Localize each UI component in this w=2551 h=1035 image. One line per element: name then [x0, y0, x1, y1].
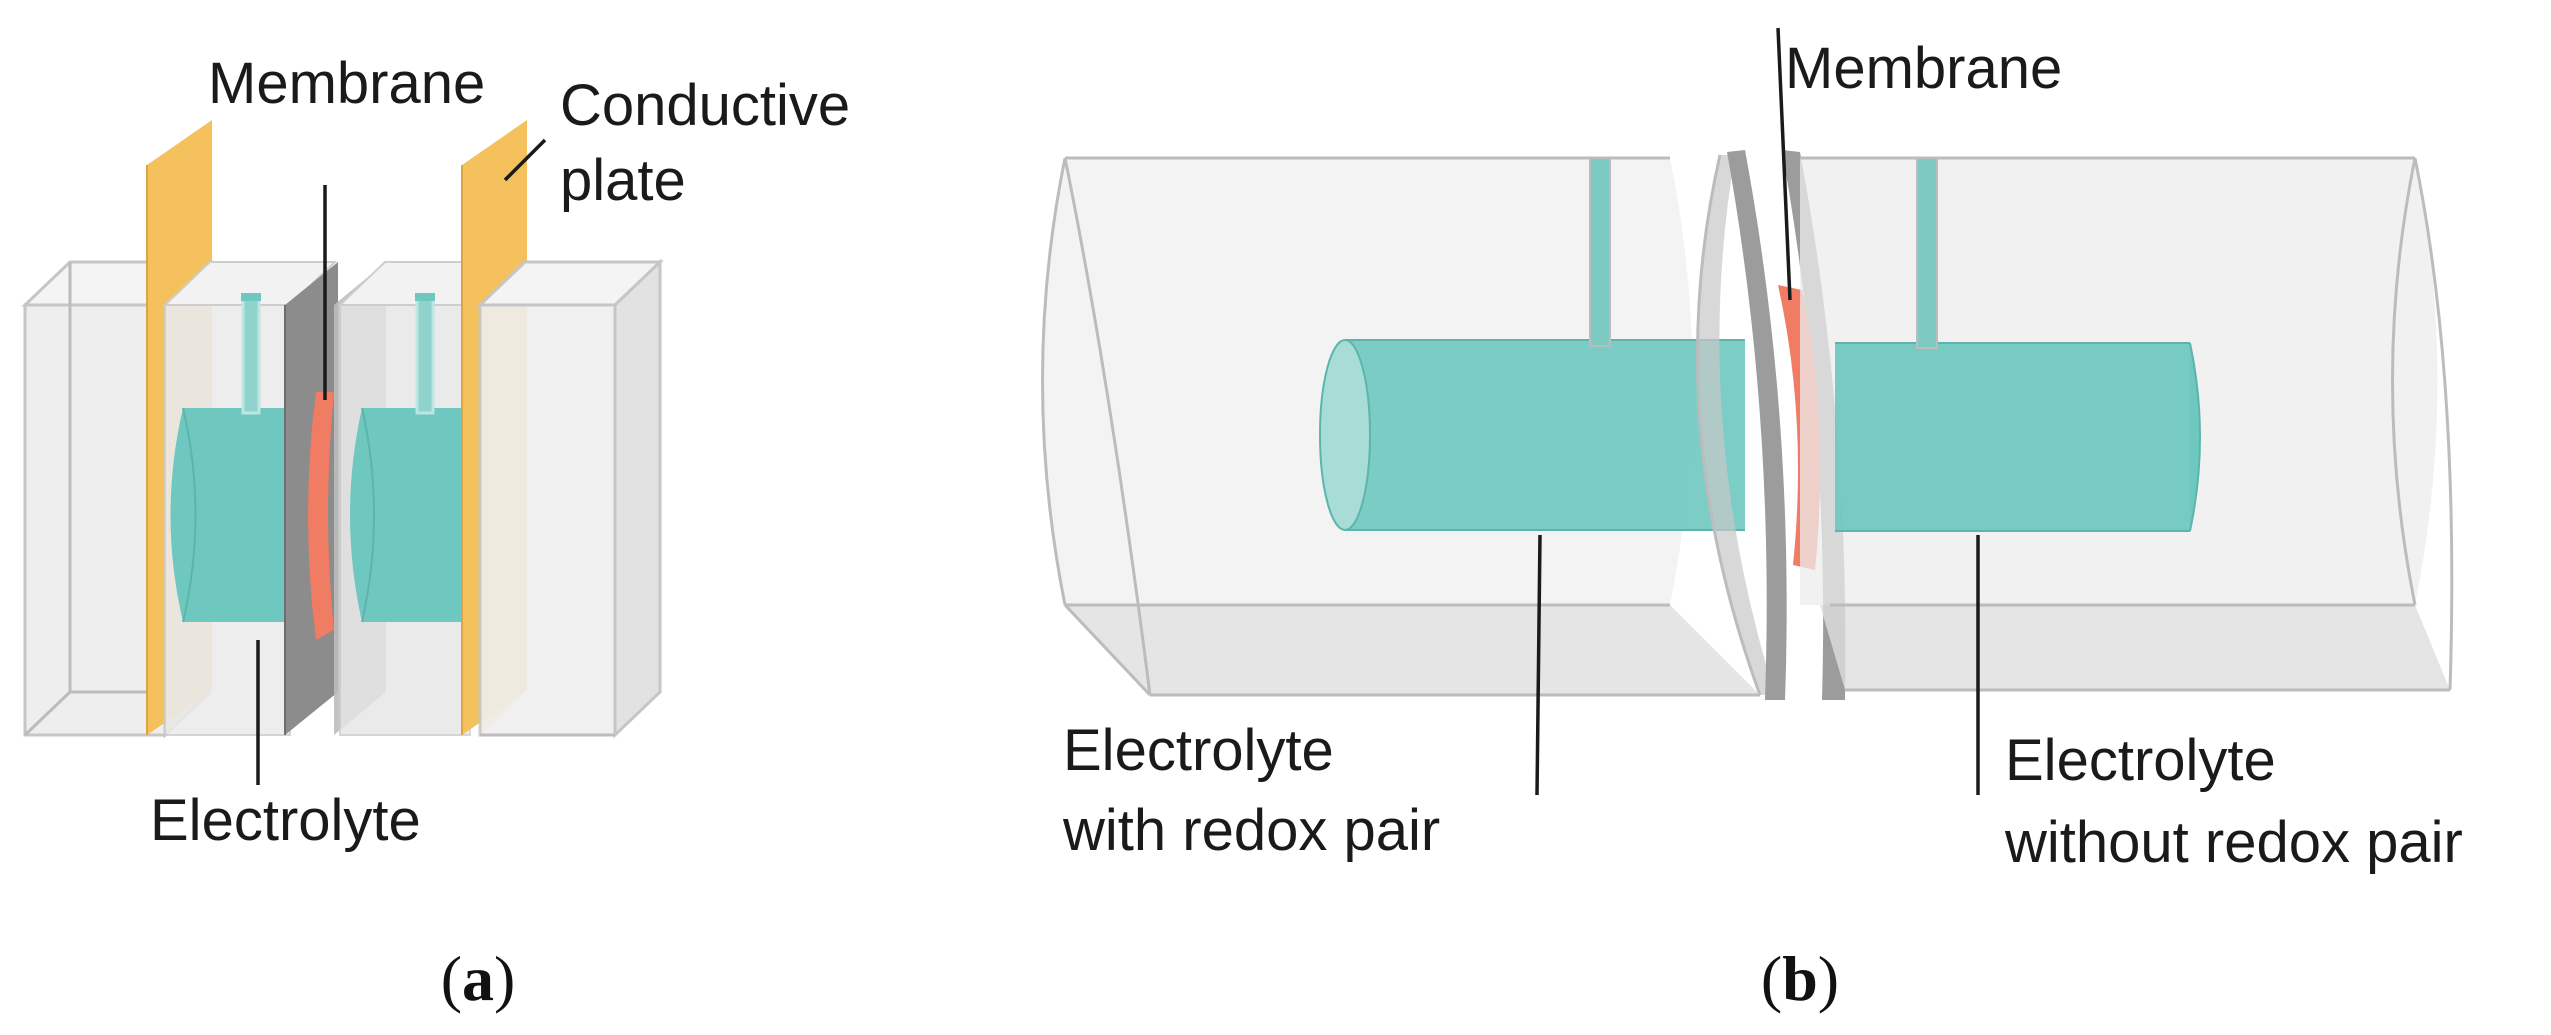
membrane-b-leader	[1776, 27, 1792, 301]
right-electrolyte-label-line1: Electrolyte	[2005, 728, 2276, 793]
left-electrolyte-cylinder	[1319, 157, 1745, 531]
membrane-a-label: Membrane	[208, 51, 485, 116]
left-electrolyte-label-line1: Electrolyte	[1063, 718, 1334, 783]
panel-a: Membrane Conductive plate Electrolyte (a…	[21, 51, 850, 1014]
right-electrolyte-cylinder	[1835, 157, 2201, 532]
membrane-a	[308, 392, 334, 640]
left-gasket-b	[1727, 150, 1787, 700]
right-electrolyte-label-line2: without redox pair	[2004, 810, 2463, 875]
membrane-b-label: Membrane	[1785, 36, 2062, 101]
panel-a-caption: (a)	[441, 943, 516, 1014]
right-electrolyte	[350, 293, 465, 623]
conductive-plate-label-line2: plate	[560, 148, 686, 213]
electrolyte-a-label: Electrolyte	[150, 788, 421, 853]
left-flange-disc	[1697, 155, 1775, 695]
plate-leader	[503, 138, 547, 182]
left-electrolyte	[170, 293, 310, 623]
left-electrolyte-leader	[1535, 534, 1542, 796]
right-housing-block	[476, 258, 664, 739]
panel-b: Membrane Electrolyte with redox pair Ele…	[1041, 27, 2463, 1014]
conductive-plate-label-line1: Conductive	[560, 73, 850, 138]
left-electrolyte-label-line2: with redox pair	[1062, 798, 1440, 863]
panel-b-caption: (b)	[1761, 943, 1839, 1014]
